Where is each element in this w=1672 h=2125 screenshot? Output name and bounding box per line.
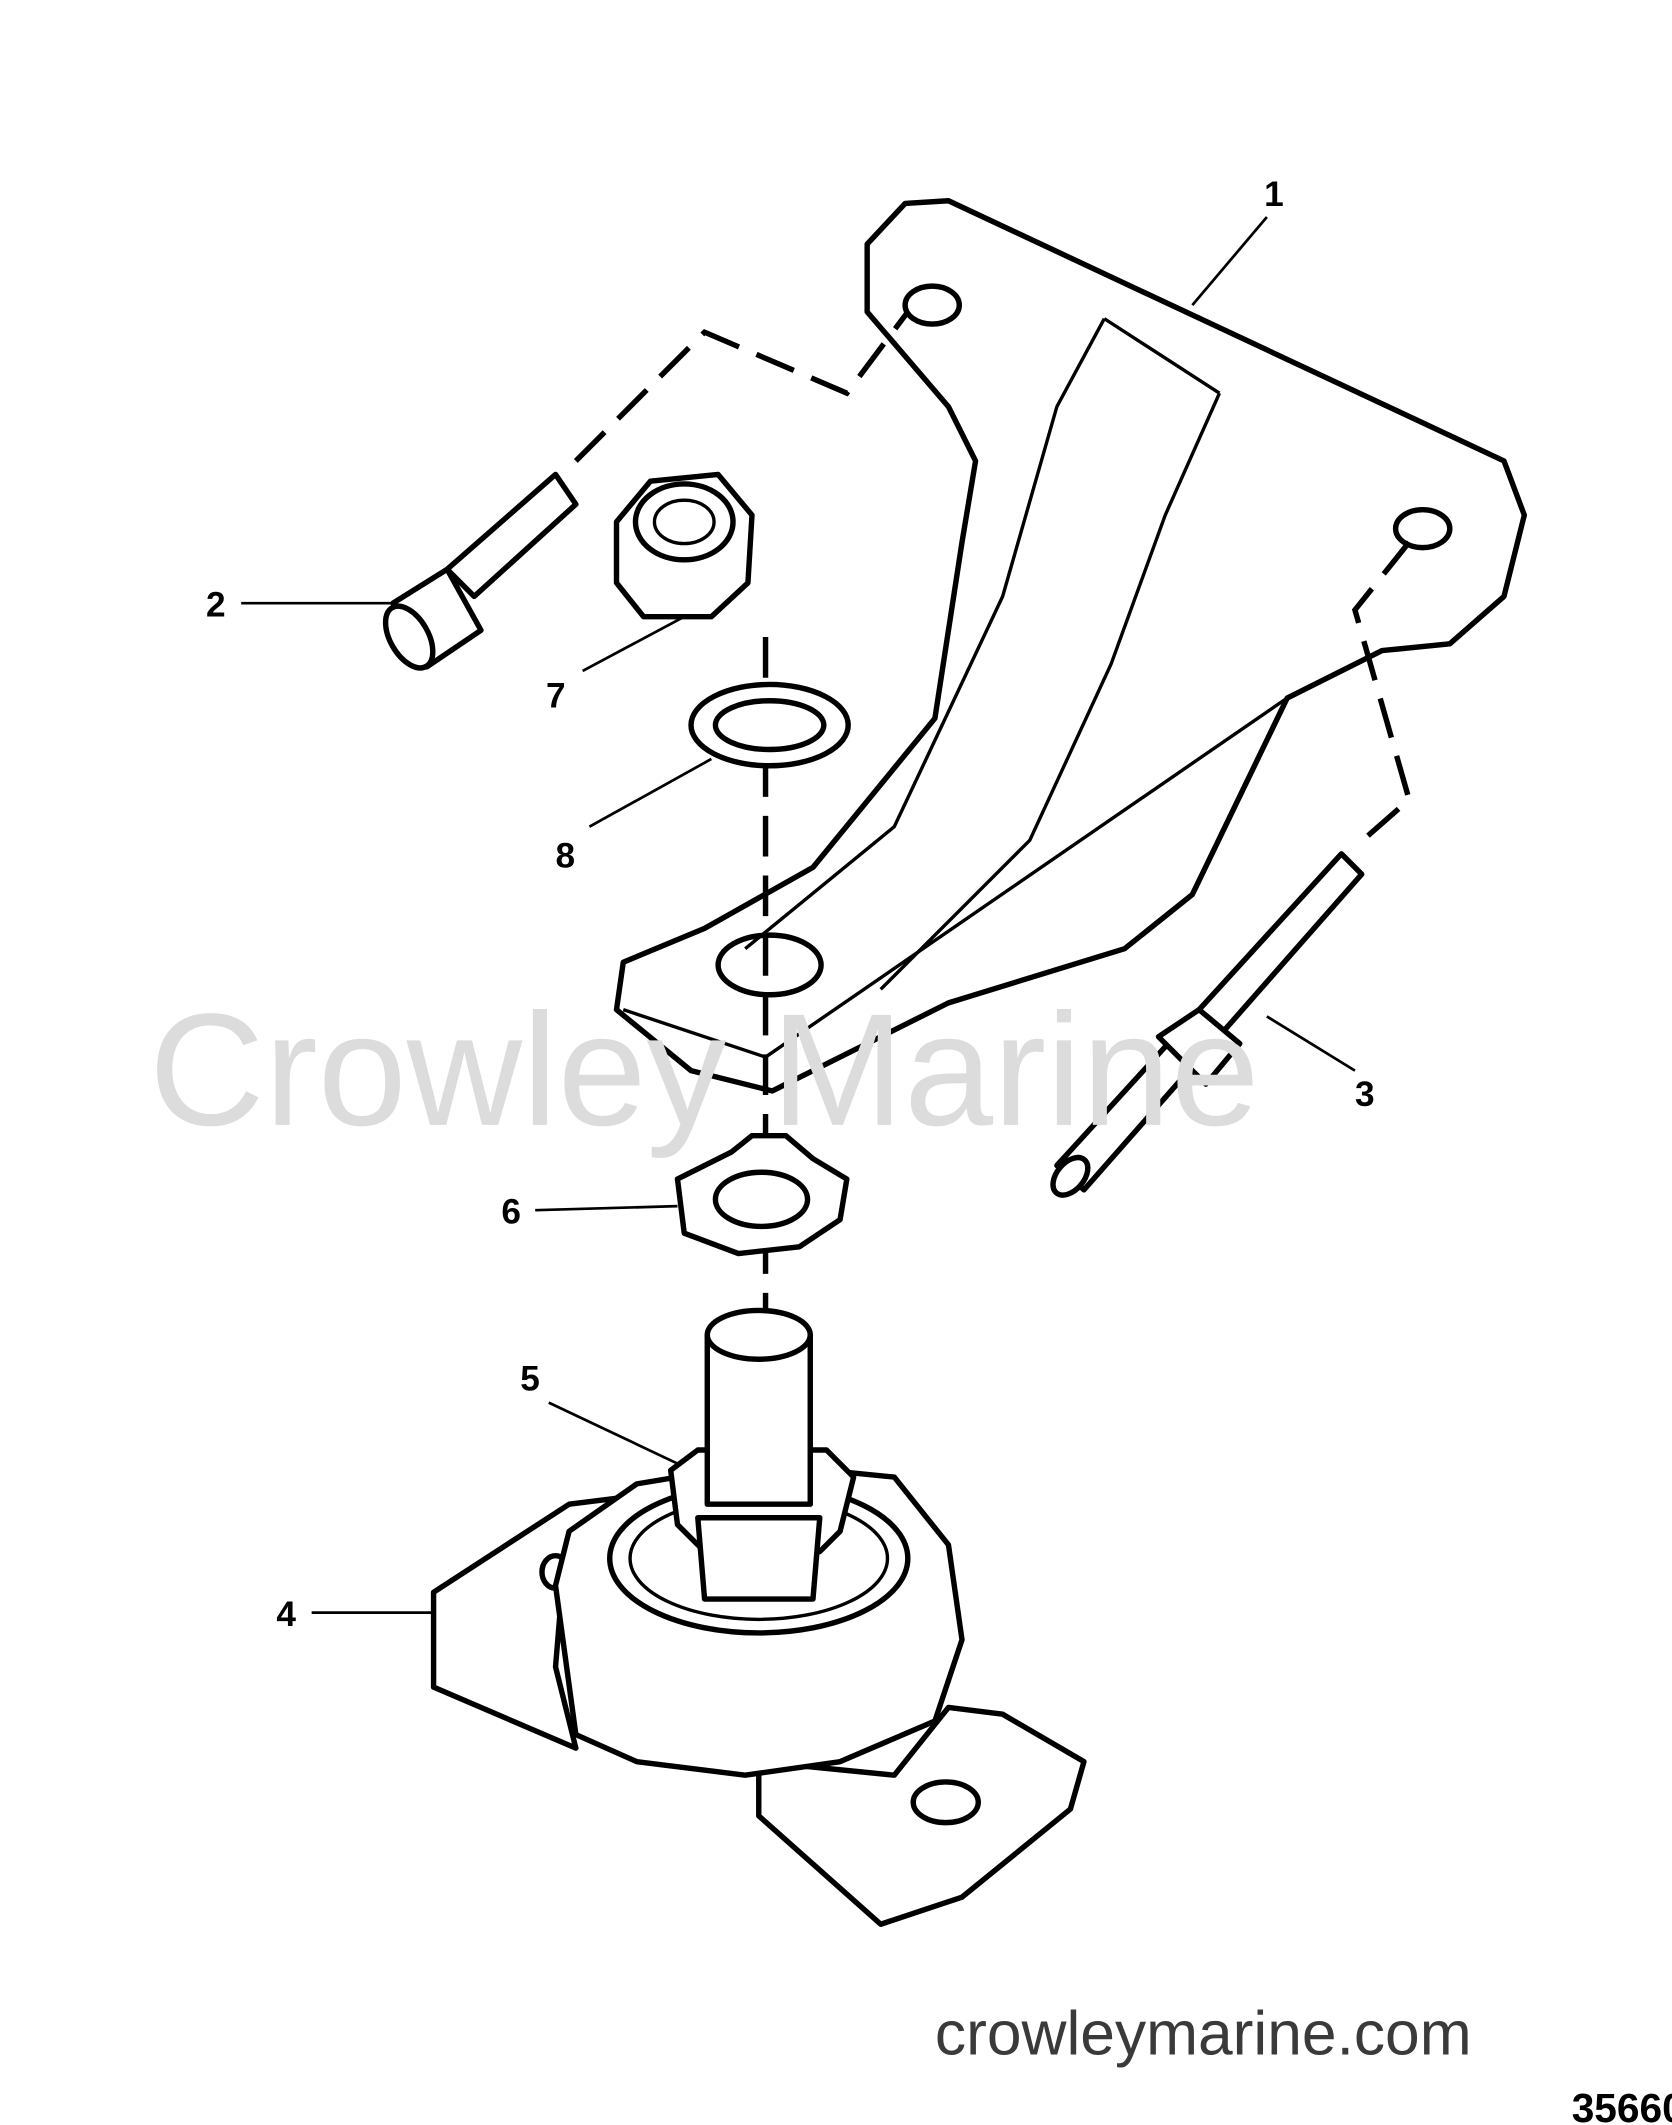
tab-washer-part-6 bbox=[674, 1132, 850, 1257]
callout-6: 6 bbox=[501, 1193, 678, 1232]
bracket-part-1 bbox=[613, 198, 1528, 1094]
reference-number: 35660 bbox=[1572, 2085, 1672, 2125]
callout-2: 2 bbox=[206, 586, 393, 625]
svg-text:7: 7 bbox=[546, 677, 566, 716]
svg-text:5: 5 bbox=[520, 1359, 540, 1398]
svg-text:8: 8 bbox=[556, 836, 576, 875]
callout-8: 8 bbox=[556, 757, 713, 875]
callout-1: 1 bbox=[1191, 175, 1284, 306]
callout-7: 7 bbox=[546, 615, 685, 716]
lock-washer-part-8 bbox=[688, 681, 851, 769]
svg-text:1: 1 bbox=[1264, 175, 1284, 214]
watermark: Crowley Marine bbox=[149, 980, 1260, 1159]
callout-3: 3 bbox=[1266, 1015, 1375, 1114]
stud-part-3 bbox=[1050, 851, 1365, 1198]
svg-text:2: 2 bbox=[206, 586, 226, 625]
bolt-part-2 bbox=[382, 471, 579, 671]
nut-part-7 bbox=[613, 471, 755, 620]
alignment-line-bolt bbox=[573, 310, 910, 463]
svg-text:3: 3 bbox=[1355, 1075, 1375, 1114]
website-text: crowleymarine.com bbox=[935, 1999, 1472, 2068]
svg-text:6: 6 bbox=[501, 1193, 521, 1232]
threaded-stud-part-5 bbox=[667, 1307, 857, 1602]
svg-text:4: 4 bbox=[276, 1595, 296, 1634]
callout-5: 5 bbox=[520, 1359, 679, 1465]
alignment-line-stud bbox=[1351, 540, 1413, 850]
callout-4: 4 bbox=[276, 1595, 434, 1634]
